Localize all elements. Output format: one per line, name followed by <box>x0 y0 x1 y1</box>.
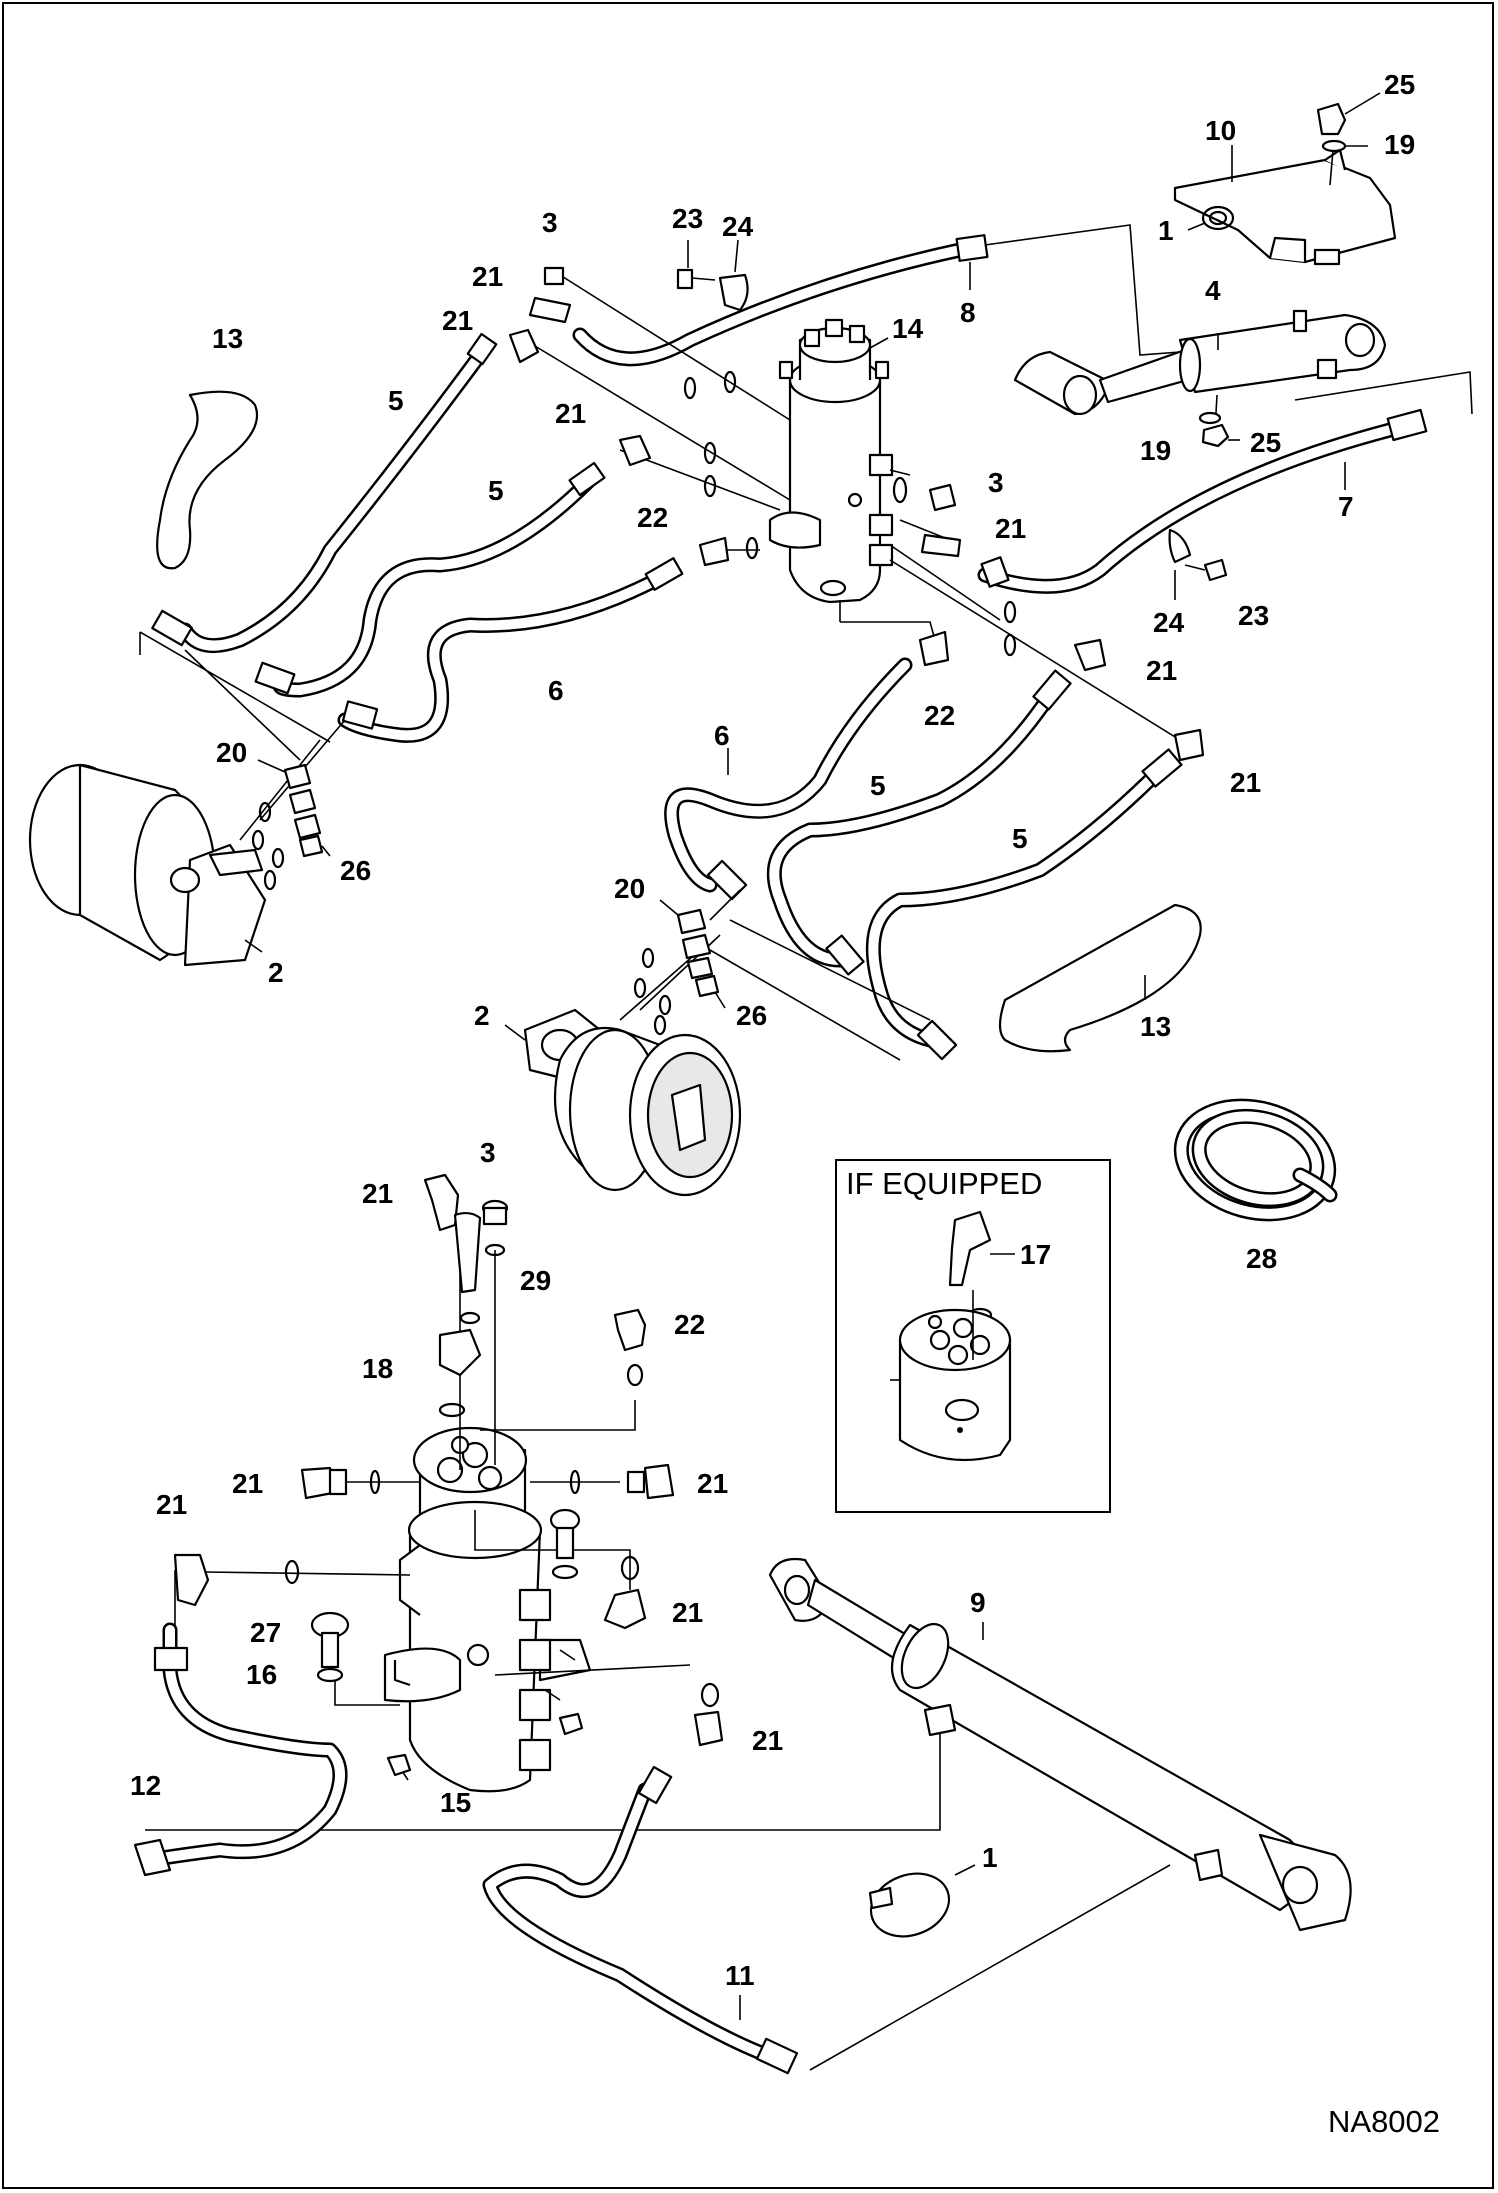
hose-coil-28 <box>1173 1098 1338 1222</box>
callout-low-16: 16 <box>246 1659 277 1690</box>
callout-2-left: 2 <box>268 957 284 988</box>
hose-5-mid-b <box>865 748 1183 1061</box>
fittings-20-26-mid <box>633 899 726 1036</box>
hose-5-top-a <box>151 332 498 654</box>
diagram-code: NA8002 <box>1328 2104 1440 2139</box>
callout-23-mid: 23 <box>1238 600 1269 631</box>
callout-low-21-a: 21 <box>362 1178 393 1209</box>
lower-fittings <box>173 1173 724 1777</box>
callout-24-mid: 24 <box>1153 607 1185 638</box>
callout-12: 12 <box>130 1770 161 1801</box>
callout-low-18: 18 <box>362 1353 393 1384</box>
callout-1-top: 1 <box>1158 215 1174 246</box>
callout-26-mid: 26 <box>736 1000 767 1031</box>
bolt-25-top <box>1316 92 1381 186</box>
hose-8 <box>572 224 1181 367</box>
nut-25-mid <box>1198 394 1240 448</box>
callout-low-21-c: 21 <box>697 1468 728 1499</box>
elbow-13-left <box>156 390 259 570</box>
callout-21-a: 21 <box>472 261 503 292</box>
hose-7 <box>977 408 1428 594</box>
callout-19-top: 19 <box>1384 129 1415 160</box>
callout-13-right: 13 <box>1140 1011 1171 1042</box>
callout-22-b: 22 <box>924 700 955 731</box>
callout-21-d: 21 <box>995 513 1026 544</box>
callout-25-top: 25 <box>1384 69 1415 100</box>
inset-box <box>835 1159 1111 1513</box>
callout-6-a: 6 <box>548 675 564 706</box>
hose-12 <box>133 1622 348 1877</box>
callout-2-mid: 2 <box>474 1000 490 1031</box>
elbow-13-right <box>998 903 1202 1053</box>
callout-6-b: 6 <box>714 720 730 751</box>
callout-13-left: 13 <box>212 323 243 354</box>
mid-group-leaders <box>619 889 931 1061</box>
callout-22-a: 22 <box>637 502 668 533</box>
callout-20-left: 20 <box>216 737 247 768</box>
callout-14: 14 <box>892 313 924 344</box>
callout-low-27: 27 <box>250 1617 281 1648</box>
orings-top <box>683 370 1017 657</box>
cover-10 <box>1173 148 1397 266</box>
callout-low-15: 15 <box>440 1787 471 1818</box>
callout-4: 4 <box>1205 275 1221 306</box>
callout-8: 8 <box>960 297 976 328</box>
callout-21-e: 21 <box>1146 655 1177 686</box>
hose-5-mid-a <box>766 669 1072 976</box>
fittings-top <box>508 266 1205 762</box>
callout-24-top: 24 <box>722 211 754 242</box>
callout-5-c: 5 <box>870 770 886 801</box>
callout-5-b: 5 <box>488 475 504 506</box>
hose-5-top-b <box>254 461 606 698</box>
callout-21-f: 21 <box>1230 767 1261 798</box>
cylinder-4 <box>1013 309 1387 416</box>
cylinder-9 <box>768 1557 1352 1932</box>
callout-low-3: 3 <box>480 1137 496 1168</box>
callout-7: 7 <box>1338 491 1354 522</box>
hose-6-top <box>337 557 684 743</box>
inset-title: IF EQUIPPED <box>846 1166 1042 1201</box>
callout-low-29: 29 <box>520 1265 551 1296</box>
travel-motor-2-left <box>28 763 267 967</box>
callout-low-21-d: 21 <box>156 1489 187 1520</box>
callout-5-a: 5 <box>388 385 404 416</box>
callout-21-c: 21 <box>555 398 586 429</box>
callout-3-mid: 3 <box>988 467 1004 498</box>
fittings-20-26-left <box>251 759 331 891</box>
callout-19-mid: 19 <box>1140 435 1171 466</box>
callout-23-top: 23 <box>672 203 703 234</box>
swivel-leaders <box>524 274 1181 741</box>
clamp-24-top <box>676 239 749 312</box>
clamp-24-mid <box>1168 528 1228 600</box>
callout-low-22: 22 <box>674 1309 705 1340</box>
clamp-1-top <box>1187 205 1235 231</box>
callout-low-21-f: 21 <box>752 1725 783 1756</box>
callout-26-left: 26 <box>340 855 371 886</box>
callout-low-21-e: 21 <box>672 1597 703 1628</box>
travel-motor-2-mid <box>504 1008 742 1197</box>
clip-1 <box>868 1864 976 1938</box>
callout-25-mid: 25 <box>1250 427 1281 458</box>
callout-20-mid: 20 <box>614 873 645 904</box>
callout-21-b: 21 <box>442 305 473 336</box>
callout-10: 10 <box>1205 115 1236 146</box>
callout-low-21-b: 21 <box>232 1468 263 1499</box>
lower-swivel <box>383 1426 592 1793</box>
callout-3-top: 3 <box>542 207 558 238</box>
callout-1-low: 1 <box>982 1842 998 1873</box>
callout-5-d: 5 <box>1012 823 1028 854</box>
callout-11: 11 <box>725 1960 755 1991</box>
callout-28: 28 <box>1246 1243 1277 1274</box>
hose-11 <box>482 1765 799 2075</box>
callout-17: 17 <box>1020 1239 1051 1270</box>
swivel-joint-14 <box>768 318 894 604</box>
callout-9: 9 <box>970 1587 986 1618</box>
callout-labels: 25 19 10 1 3 23 24 21 21 14 8 4 13 5 5 2… <box>130 69 1440 2139</box>
